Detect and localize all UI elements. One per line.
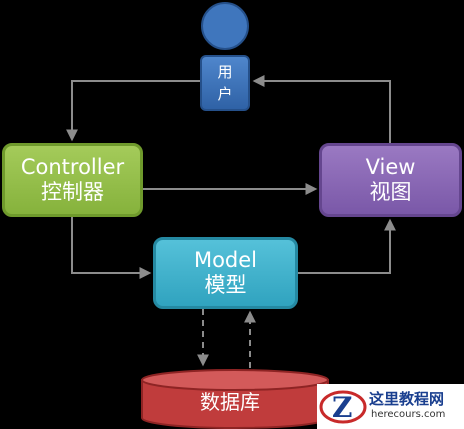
user-node: 用 户 [200,55,250,111]
watermark-url: herecours.com [371,409,446,420]
arrow-view-to-user [252,75,391,143]
database-cylinder [141,369,329,429]
controller-subtitle: 控制器 [41,180,104,204]
arrow-model-to-view [298,218,396,274]
arrow-user-to-controller [66,80,200,142]
arrow-controller-to-model [71,217,152,279]
controller-title: Controller [20,154,125,179]
user-label-line1: 用 [217,63,233,81]
svg-text:Z: Z [332,391,352,424]
user-label-line2: 户 [217,85,233,103]
watermark-logo-icon: Z [319,390,367,424]
watermark: Z 这里教程网 herecours.com [317,384,464,429]
watermark-title: 这里教程网 [369,390,445,408]
controller-node: Controller 控制器 [2,143,143,217]
database-label: 数据库 [200,390,260,414]
user-head-icon [201,2,249,50]
model-title: Model [193,247,258,272]
view-node: View 视图 [319,143,462,217]
model-node: Model 模型 [153,237,298,309]
view-title: View [365,154,416,179]
model-subtitle: 模型 [204,273,247,297]
view-subtitle: 视图 [369,180,412,204]
